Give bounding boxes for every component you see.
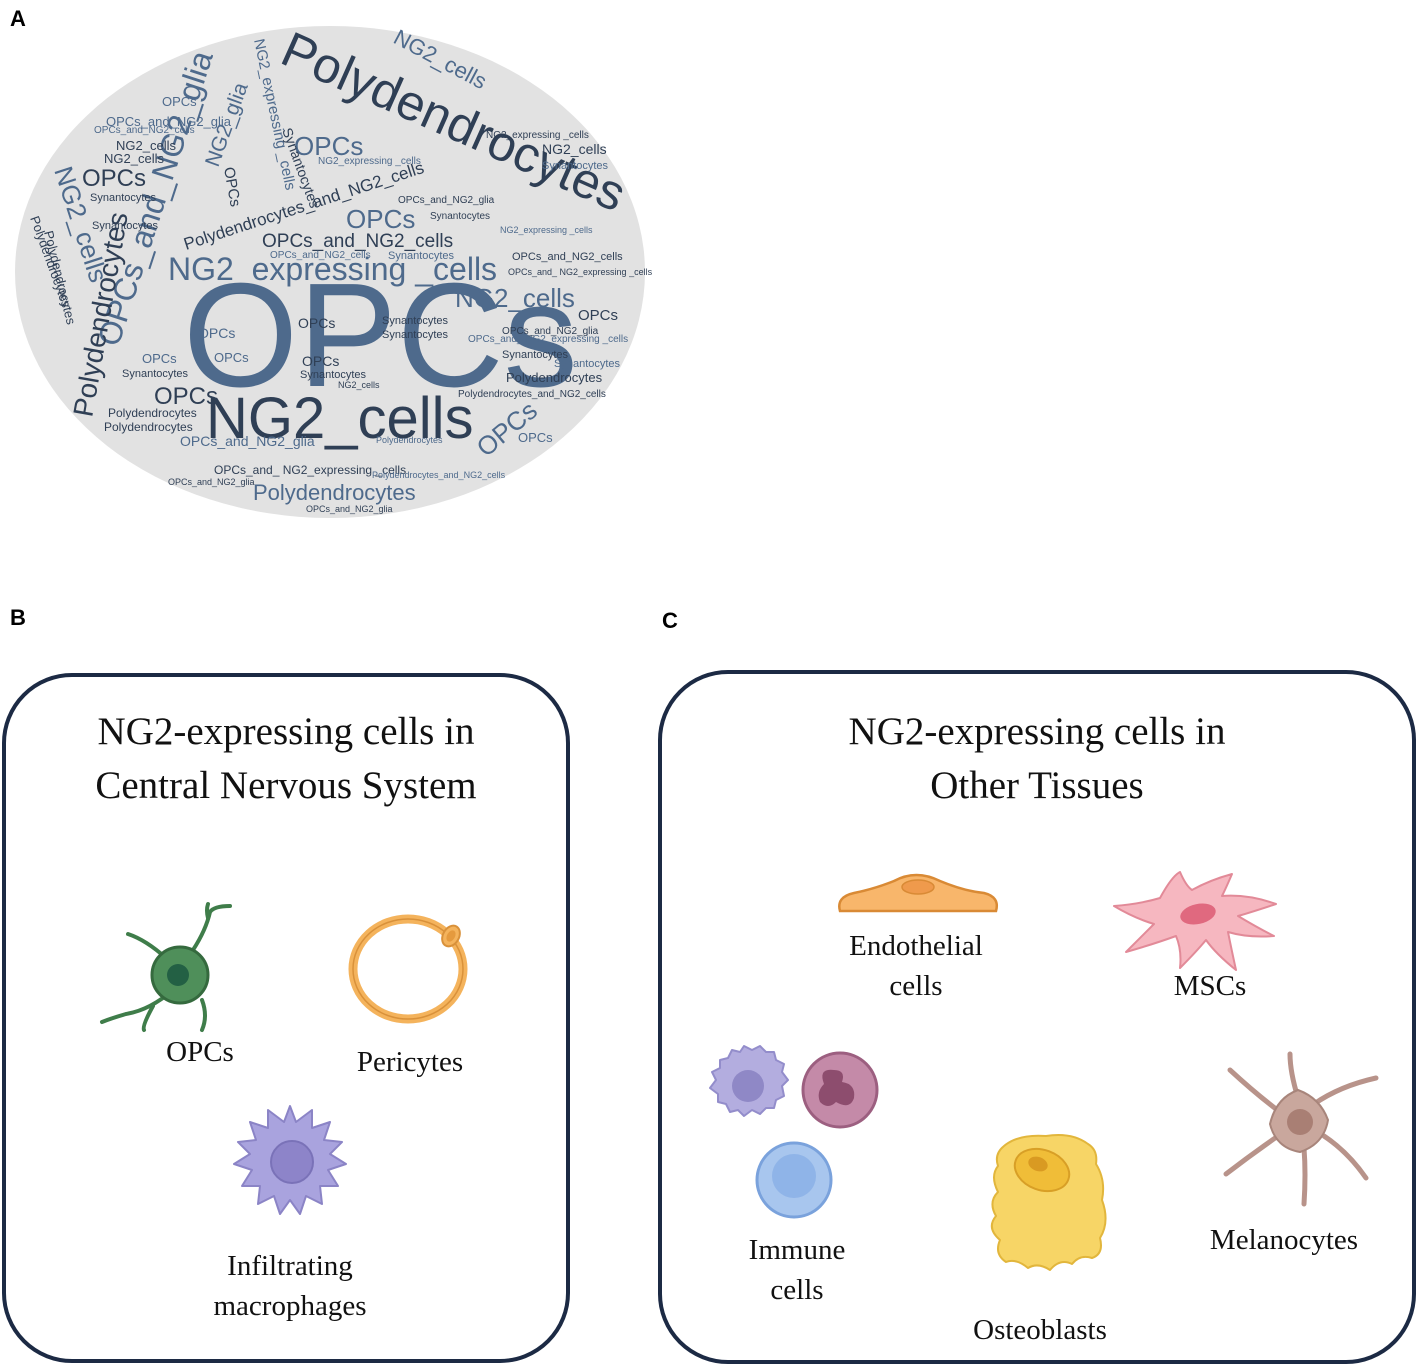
wc-synantocytes-s3: Synantocytes xyxy=(542,160,609,172)
wc-opcs-and-ng2-glia-s1: OPCs_and_NG2_glia xyxy=(106,114,232,129)
wc-synantocytes-s6: Synantocytes xyxy=(382,315,449,327)
wc-ng2-cells-large: NG2_cells xyxy=(206,386,474,451)
wc-synantocytes-s8: Synantocytes xyxy=(502,349,569,361)
panel-label-c: C xyxy=(662,608,678,633)
wc-opcs-s7: OPCs xyxy=(142,351,177,366)
wc-opcs-large: OPCs xyxy=(183,253,578,418)
wc-polydendrocytes-and-ng2-cells-s2: Polydendrocytes_and_NG2_cells xyxy=(372,470,506,480)
wc-polydendrocytes-s1: Polydendrocytes xyxy=(506,370,603,385)
melanocyte-icon xyxy=(1223,1051,1379,1207)
wc-opcs-and-ng2-glia-s3: OPCs_and_NG2_glia xyxy=(502,326,599,337)
wc-synantocytes-s7: Synantocytes xyxy=(382,329,449,341)
macrophages-label-line2: macrophages xyxy=(213,1290,367,1322)
wc-polydendrocytes-s2: Polydendrocytes xyxy=(108,406,197,420)
wc-opcs-small-vertical: OPCs xyxy=(220,166,244,208)
wc-synantocytes-s2: Synantocytes xyxy=(92,220,159,232)
wc-opcs-and-ng2-cells-s1: OPCs_and_NG2_cells xyxy=(94,125,195,136)
pericyte-icon xyxy=(348,914,468,1024)
opc-cell-icon xyxy=(100,902,232,1032)
cns-cells-box: NG2-expressing cells in Central Nervous … xyxy=(2,673,570,1363)
macrophages-label-line1: Infiltrating xyxy=(227,1250,353,1282)
wc-synantocytes-s1: Synantocytes xyxy=(90,192,157,204)
word-cloud-background xyxy=(15,26,645,518)
wc-opcs-s6: OPCs xyxy=(214,350,249,365)
endothelial-label-line2: cells xyxy=(889,970,943,1002)
wc-opcs-and-ng2-expressing-s3: OPCs_and_ NG2_expressing _cells xyxy=(214,463,406,477)
wc-ng2-expressing-s2: NG2_expressing _cells xyxy=(486,130,589,141)
wc-opcs-s5: OPCs xyxy=(198,325,235,341)
msc-icon xyxy=(1113,871,1277,971)
wc-synantocytes-s5: Synantocytes xyxy=(388,250,455,262)
wc-opcs-and-ng2-glia-s4: OPCs_and_NG2_glia xyxy=(180,433,315,449)
wc-ng2-cells-s2: NG2_cells xyxy=(104,151,164,166)
other-box-title-line1: NG2-expressing cells in xyxy=(848,710,1226,753)
wc-opcs-top: OPCs xyxy=(294,131,363,161)
panel-label-a: A xyxy=(10,6,26,31)
wc-opcs-and-ng2-glia-s5: OPCs_and_NG2_glia xyxy=(168,477,255,487)
word-cloud: OPCs NG2_cells Polydendrocytes NG2_expre… xyxy=(15,21,653,518)
immune-label-line1: Immune xyxy=(748,1234,846,1266)
wc-opcs-and-ng2-glia-s6: OPCs_and_NG2_glia xyxy=(306,504,393,514)
pericytes-label: Pericytes xyxy=(356,1046,464,1078)
endothelial-label-line1: Endothelial xyxy=(849,930,983,962)
wc-opcs-and-ng2-cells-a: OPCs_and_NG2_cells xyxy=(262,231,453,252)
wc-polydendrocytes-s3: Polydendrocytes xyxy=(104,420,193,434)
osteoblast-icon xyxy=(990,1134,1107,1271)
wc-polydendrocytes-bottom: Polydendrocytes xyxy=(253,480,416,505)
wc-opcs-and-ng2-cells-s3: OPCs_and_NG2_cells xyxy=(270,250,371,261)
wc-opcs-and-ng2-glia-s2: OPCs_and_NG2_glia xyxy=(398,195,495,206)
immune-cells-icon xyxy=(709,1045,879,1219)
macrophage-icon xyxy=(233,1105,347,1215)
wc-polydendrocytes-and-ng2-cells-s1: Polydendrocytes_and_NG2_cells xyxy=(458,389,606,400)
wc-opcs-s1: OPCs xyxy=(162,94,197,109)
melanocytes-label: Melanocytes xyxy=(1209,1224,1359,1256)
wc-ng2-expressing-s1: NG2_expressing _cells xyxy=(318,156,421,167)
other-box-title-line2: Other Tissues xyxy=(930,764,1144,807)
endothelial-cell-icon xyxy=(838,873,998,913)
wc-ng2-expressing-cells: NG2_expressing _cells xyxy=(168,251,497,287)
wc-synantocytes-s9: Synantocytes xyxy=(554,358,621,370)
immune-label-line2: cells xyxy=(770,1274,824,1306)
wc-opcs-middle: OPCs xyxy=(346,204,415,234)
wc-opcs-s8: OPCs xyxy=(518,430,553,445)
wc-ng2-cells-s3: NG2_cells xyxy=(542,141,607,157)
wc-ng2-expressing-s3: NG2_expressing _cells xyxy=(500,225,593,235)
wc-opcs-and-ng2-expressing-s2: OPCs_and_ NG2_expressing _cells xyxy=(468,334,628,345)
wc-opcs-s3: OPCs xyxy=(298,315,335,331)
wc-synantocytes-s4: Synantocytes xyxy=(430,211,490,222)
wc-opcs-left: OPCs xyxy=(82,165,146,192)
wc-opcs-s4: OPCs xyxy=(302,353,339,369)
wc-polydendrocytes-s4: Polydendrocytes xyxy=(376,435,443,445)
panel-label-b: B xyxy=(10,605,26,630)
mscs-label: MSCs xyxy=(1173,970,1247,1002)
osteoblasts-label: Osteoblasts xyxy=(973,1314,1107,1346)
wc-ng2-cells-s1: NG2_cells xyxy=(116,138,176,153)
wc-ng2-cells-right: NG2_cells xyxy=(455,283,575,313)
wc-ng2-cells-s4: NG2_cells xyxy=(338,380,380,390)
opcs-label: OPCs xyxy=(166,1036,234,1068)
cns-box-title-line2: Central Nervous System xyxy=(95,764,477,807)
wc-opcs-lower-left: OPCs xyxy=(154,383,218,410)
cns-box-title-line1: NG2-expressing cells in xyxy=(97,710,475,753)
wc-opcs-s2: OPCs xyxy=(578,307,618,324)
wc-synantocytes-s11: Synantocytes xyxy=(122,368,189,380)
wc-synantocytes-s10: Synantocytes xyxy=(300,369,367,381)
wc-opcs-and-ng2-cells-s2: OPCs_and_NG2_cells xyxy=(512,251,623,263)
wc-opcs-and-ng2-expressing-s1: OPCs_and_ NG2_expressing _cells xyxy=(508,267,653,277)
